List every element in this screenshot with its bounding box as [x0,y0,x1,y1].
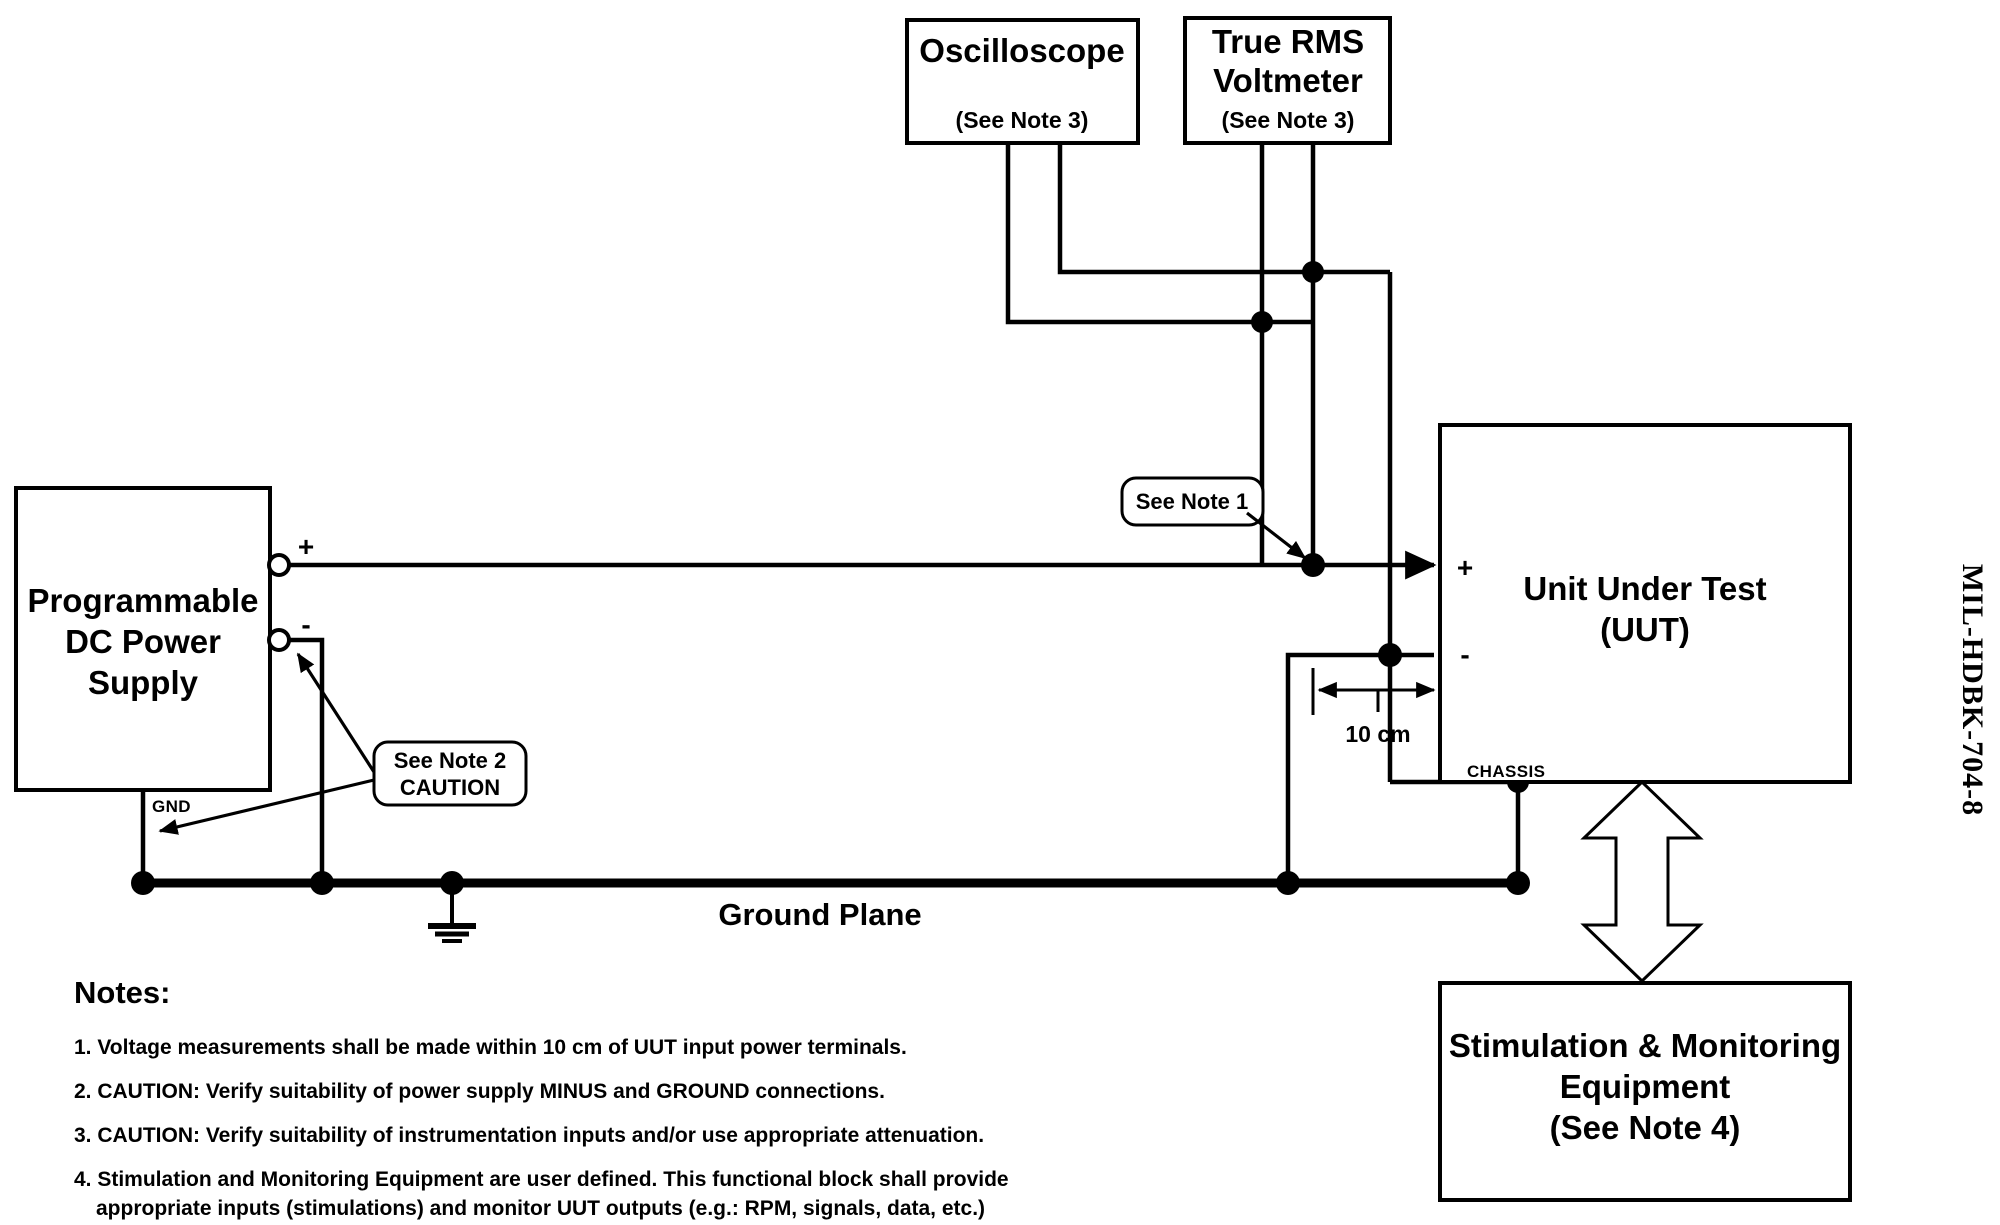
wire-scope-lead-b [1057,143,1390,275]
stim-mon-box[interactable] [1438,981,1852,1202]
block-oscilloscope[interactable]: Oscilloscope (See Note 3) [905,18,1140,145]
bidirectional-arrow-icon [1580,779,1704,984]
voltmeter-title-line2: Voltmeter [1213,62,1363,99]
see-note-1-leader [1246,511,1307,560]
callout-see-note-2[interactable]: See Note 2 CAUTION [372,740,528,807]
uut-line2: (UUT) [1600,611,1690,648]
junction-dot [310,871,334,895]
power-supply-line2: DC Power [65,623,221,660]
power-supply-box[interactable] [14,486,272,792]
see-note-2-line2: CAUTION [400,775,500,800]
see-note-2-box[interactable] [372,740,528,807]
note-item-4-continued: appropriate inputs (stimulations) and mo… [96,1197,985,1220]
see-note-1-box[interactable] [1120,476,1265,527]
junction-dot [1251,311,1273,333]
stim-mon-line3: (See Note 4) [1550,1109,1741,1146]
power-supply-line1: Programmable [27,582,258,619]
oscilloscope-subtitle: (See Note 3) [956,107,1089,133]
uut-plus-label: + [1457,552,1473,583]
uut-line1: Unit Under Test [1523,570,1766,607]
block-unit-under-test[interactable]: Unit Under Test (UUT) CHASSIS [1438,423,1852,784]
power-supply-plus-label: + [298,531,314,562]
power-supply-minus-terminal[interactable] [267,628,291,652]
junction-dot [1378,643,1402,667]
power-supply-gnd-label: GND [152,797,191,816]
callout-see-note-1[interactable]: See Note 1 [1120,476,1265,527]
uut-box[interactable] [1438,423,1852,784]
junction-dot [131,871,155,895]
see-note-2-leader-to-minus [296,652,376,773]
uut-minus-label: - [1460,639,1469,670]
see-note-2-line1: See Note 2 [394,748,507,773]
junction-dot [1276,871,1300,895]
wire-supply-negative [290,637,325,883]
ground-plane-label: Ground Plane [718,897,921,932]
dimension-10cm: 10 cm [1311,668,1436,747]
block-true-rms-voltmeter[interactable]: True RMS Voltmeter (See Note 3) [1183,16,1392,145]
standard-id-sidebar: MIL-HDBK-704-8 [1956,564,1989,816]
power-supply-minus-label: - [301,609,310,640]
power-supply-line3: Supply [88,664,199,701]
junction-dot [1302,261,1324,283]
block-power-supply[interactable]: Programmable DC Power Supply [14,486,272,792]
note-item-3: 3. CAUTION: Verify suitability of instru… [74,1124,984,1147]
voltmeter-subtitle: (See Note 3) [1222,107,1355,133]
see-note-1-label: See Note 1 [1136,489,1249,514]
voltmeter-box[interactable] [1183,16,1392,145]
junction-dot [1301,553,1325,577]
power-supply-plus-terminal[interactable] [267,553,291,577]
dimension-label: 10 cm [1345,721,1410,747]
uut-chassis-label: CHASSIS [1467,762,1545,781]
wire-scope-lead-a [1005,143,1313,325]
see-note-2-leader-to-gnd [158,778,375,835]
note-item-1: 1. Voltage measurements shall be made wi… [74,1036,907,1059]
stim-mon-line2: Equipment [1560,1068,1731,1105]
stim-mon-line1: Stimulation & Monitoring [1449,1027,1841,1064]
oscilloscope-title: Oscilloscope [919,32,1124,69]
junction-dot [440,871,464,895]
note-item-4: 4. Stimulation and Monitoring Equipment … [74,1168,1009,1191]
junction-dot [1506,871,1530,895]
note-item-2: 2. CAUTION: Verify suitability of power … [74,1080,885,1103]
oscilloscope-box[interactable] [905,18,1140,145]
notes-heading: Notes: [74,975,170,1010]
voltmeter-title-line1: True RMS [1212,23,1364,60]
block-stimulation-monitoring[interactable]: Stimulation & Monitoring Equipment (See … [1438,981,1852,1202]
